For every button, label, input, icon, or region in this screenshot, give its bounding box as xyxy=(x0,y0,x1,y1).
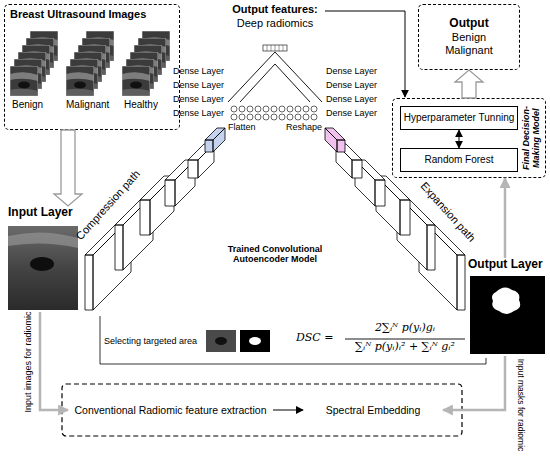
layer-label: Dense Layer xyxy=(160,66,224,76)
process-box: Hyperparameter Tunning xyxy=(400,106,518,130)
connector-arrow xyxy=(443,356,505,410)
formula-text: ∑ᵢᴺ p(yᵢ)ᵢ² + ∑ᵢᴺ gᵢ² xyxy=(340,341,470,354)
output-box: OutputBenign Malignant xyxy=(418,4,520,70)
box-heading: Output xyxy=(449,17,488,31)
group-title: Breast Ultrasound Images xyxy=(5,5,179,24)
thumbnail-blob xyxy=(249,337,261,345)
process-box: Random Forest xyxy=(400,148,518,172)
box-text: Conventional Radiomic feature extraction xyxy=(74,404,266,416)
layer-label: Dense Layer xyxy=(326,80,390,90)
layer-label: Reshape xyxy=(262,122,322,132)
class-list: Benign Malignant xyxy=(439,31,499,56)
layer-label: Flatten xyxy=(228,122,256,132)
ultrasound-image xyxy=(8,226,78,310)
layer-label: Dense Layer xyxy=(326,108,390,118)
leader-line xyxy=(100,316,486,364)
box-text: Random Forest xyxy=(425,154,494,166)
feature-vector-cells xyxy=(267,45,283,51)
image-stack xyxy=(66,31,114,96)
reshape-layer xyxy=(325,128,345,152)
class-label: Benign xyxy=(12,99,43,111)
layer-label: Dense Layer xyxy=(326,66,390,76)
thumbnail-lesion xyxy=(215,337,227,345)
formula-text: 2∑ᵢᴺ p(yᵢ)gᵢ xyxy=(340,322,470,335)
image-stack xyxy=(122,31,170,96)
process-text: Conventional Radiomic feature extraction xyxy=(68,395,273,425)
note-label: Selecting targeted area xyxy=(104,336,197,346)
feature-heading: Output features: xyxy=(215,3,335,16)
formula-text: DSC = xyxy=(296,332,334,345)
dashed-group-box: Final Decision-Making Model Hyperparamete… xyxy=(392,98,546,178)
group-title: Final Decision-Making Model xyxy=(521,99,542,177)
feature-vector xyxy=(263,45,287,51)
model-label: Trained Convolutional Autoencoder Model xyxy=(215,244,335,265)
edge-label: Input images for radiomic xyxy=(23,311,33,412)
thumbnail-mask xyxy=(240,330,270,352)
block-arrow xyxy=(54,130,82,206)
layer-label: Dense Layer xyxy=(160,80,224,90)
connector-arrow xyxy=(40,312,68,410)
box-text: Hyperparameter Tunning xyxy=(404,112,515,124)
dense-layers xyxy=(228,52,322,102)
lesion xyxy=(30,257,54,271)
process-text: Spectral Embedding xyxy=(303,395,443,425)
feature-heading: Deep radiomics xyxy=(215,17,335,30)
layer-label: Dense Layer xyxy=(326,94,390,104)
dashed-group-box xyxy=(62,384,462,436)
dashed-group-box: Breast Ultrasound Images xyxy=(4,4,180,130)
image-stack xyxy=(10,31,58,96)
mask-blob xyxy=(492,287,520,314)
image-node: Input Layer xyxy=(6,206,80,312)
layer-heading: Output Layer xyxy=(466,258,546,272)
bottleneck-layer xyxy=(205,128,225,152)
block-arrow xyxy=(455,70,483,98)
connector-arrow xyxy=(273,410,303,411)
flatten-neurons xyxy=(230,105,318,121)
layer-label: Dense Layer xyxy=(160,108,224,118)
tissue-band xyxy=(8,232,78,248)
layer-label: Dense Layer xyxy=(160,94,224,104)
class-label: Malignant xyxy=(66,99,109,111)
thumbnail-image xyxy=(206,330,236,352)
class-label: Healthy xyxy=(124,99,158,111)
fraction-bar xyxy=(345,339,465,340)
feature-arrow xyxy=(325,11,405,97)
connector-arrow xyxy=(504,178,507,258)
box-text: Spectral Embedding xyxy=(326,404,421,416)
connector-arrow xyxy=(459,130,460,148)
mask-image xyxy=(470,276,545,354)
edge-label: Input masks for radiomic xyxy=(515,359,525,452)
image-node: Output Layer xyxy=(466,258,546,356)
layer-heading: Input Layer xyxy=(6,206,80,220)
